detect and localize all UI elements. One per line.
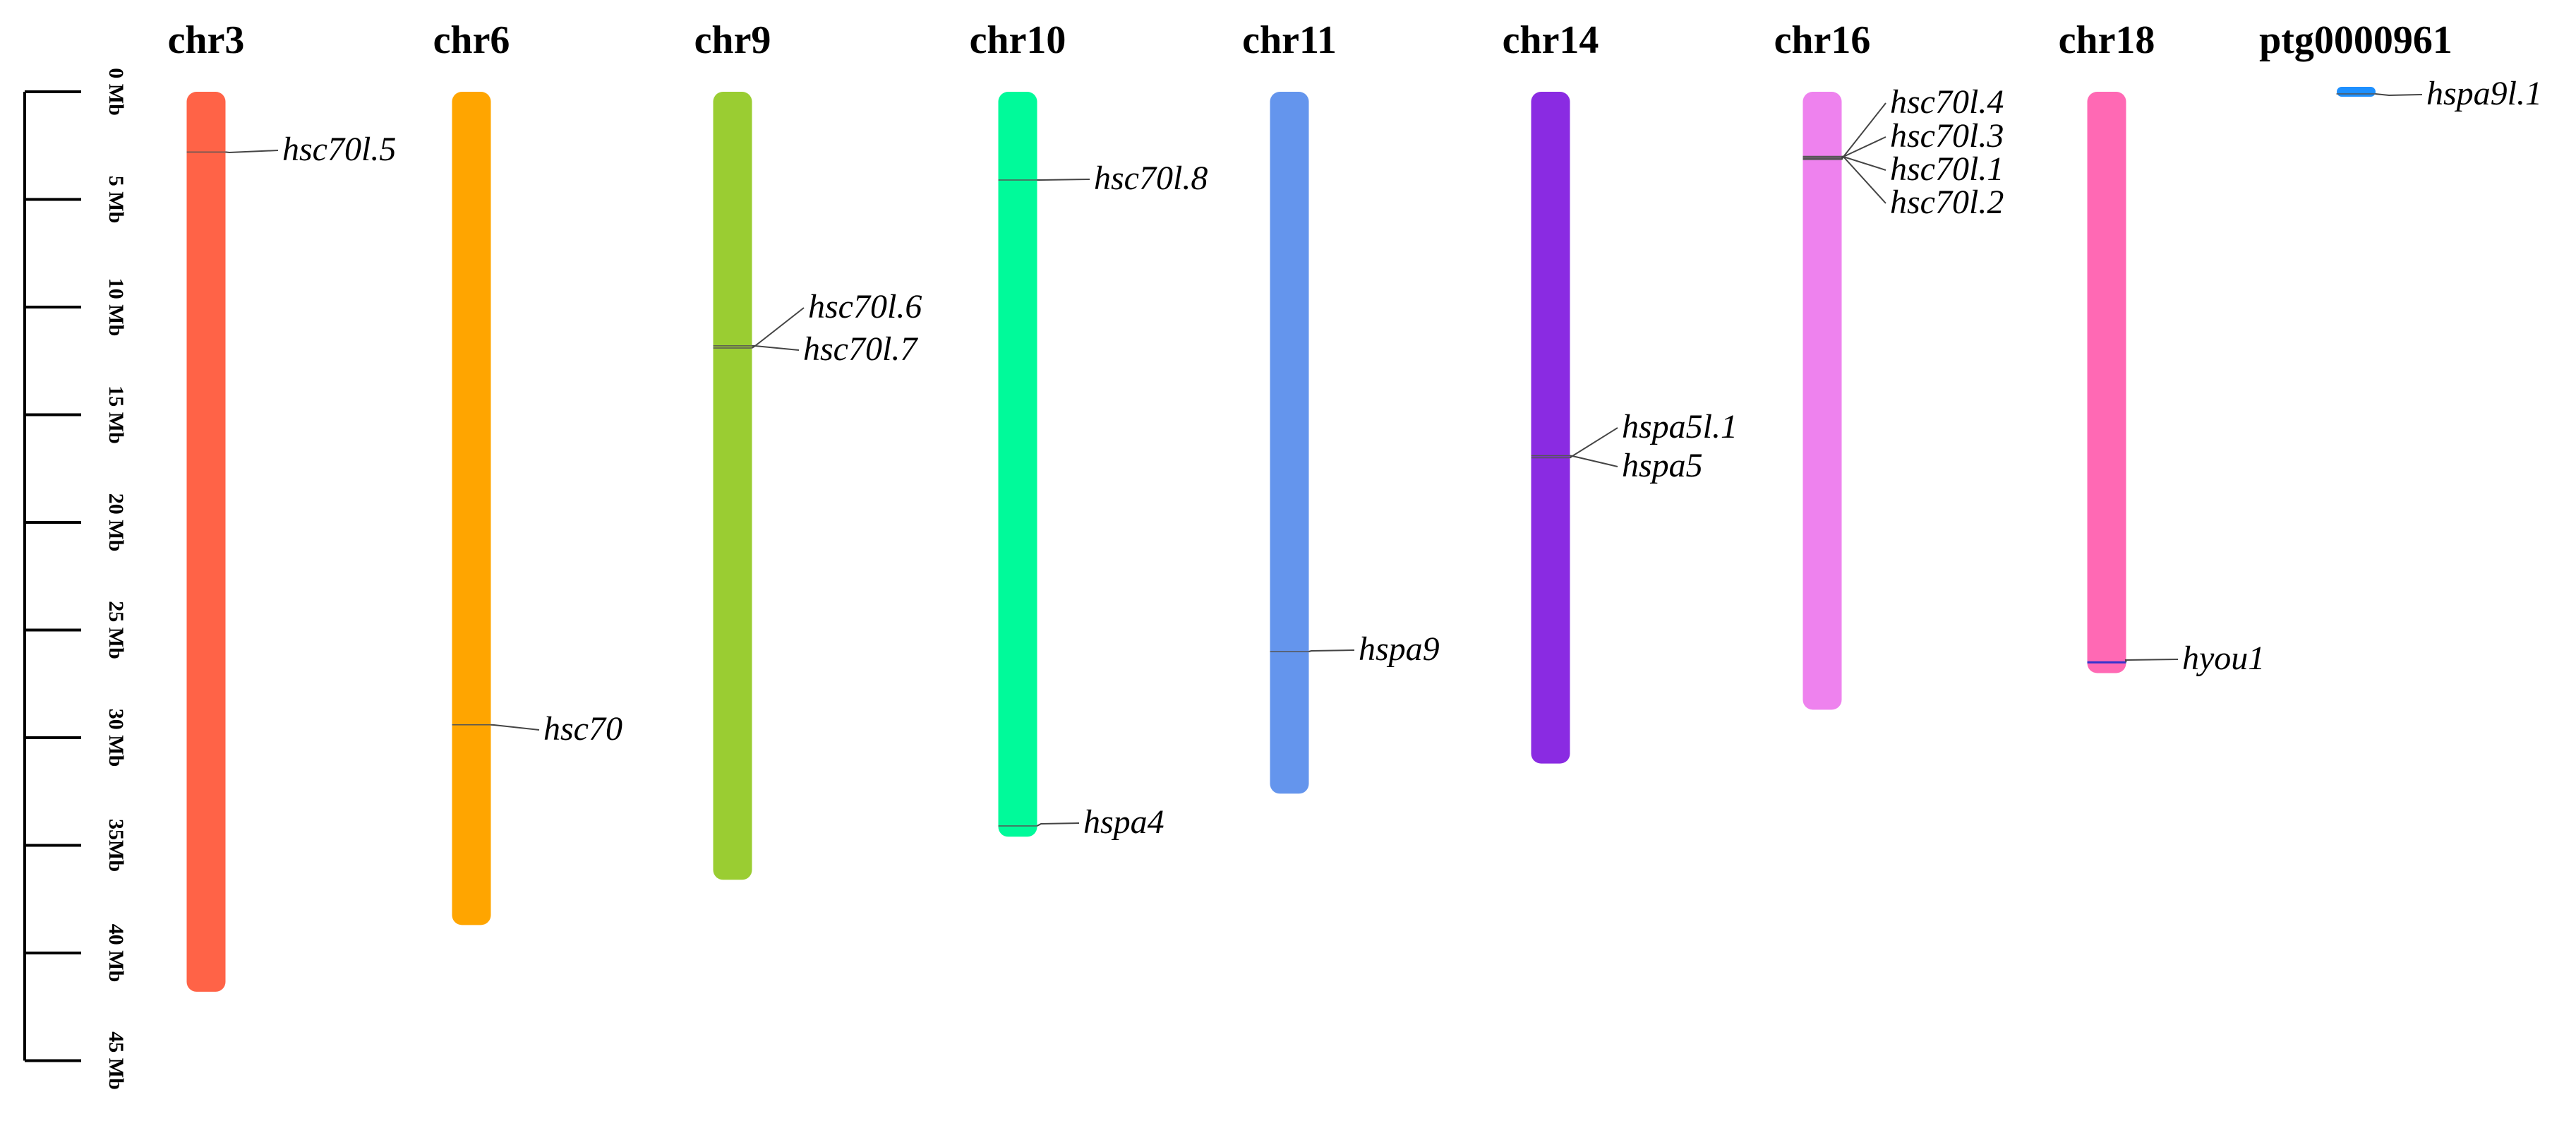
chromosome-chr3: chr3 hsc70l.5 <box>168 18 396 992</box>
chromosome-title: chr11 <box>1242 18 1337 62</box>
scale-tick-label: 40 Mb <box>104 924 128 983</box>
chromosome-title: chr9 <box>694 18 771 62</box>
gene-leader-line <box>1841 155 1886 204</box>
chromosome-bar <box>452 92 491 925</box>
chromosome-title: chr10 <box>970 18 1066 62</box>
chromosome-chr9: chr9 hsc70l.6 hsc70l.7 <box>694 18 922 880</box>
chromosome-title: chr16 <box>1774 18 1871 62</box>
chromosome-bar <box>1802 92 1842 710</box>
chromosome-title: chr18 <box>2059 18 2155 62</box>
gene-leader-line <box>1037 822 1080 827</box>
chromosome-ptg0000961: ptg0000961 hspa9l.1 <box>2259 18 2542 112</box>
gene-leader-line <box>1037 179 1090 181</box>
chromosome-bar <box>2087 92 2126 673</box>
scale-tick-label: 25 Mb <box>104 601 128 659</box>
scale-tick-label: 10 Mb <box>104 278 128 337</box>
chromosome-chr10: chr10 hsc70l.8 hspa4 <box>970 18 1208 841</box>
gene-label: hyou1 <box>2182 640 2265 677</box>
chromosome-title: chr14 <box>1503 18 1599 62</box>
gene-leader-line <box>1569 455 1618 467</box>
gene-label: hspa5 <box>1622 447 1703 484</box>
chromosome-bar <box>713 92 752 880</box>
scale-axis: 0 Mb 5 Mb 10 Mb 15 Mb 20 Mb 25 Mb 30 Mb 35Mb 40 … <box>23 68 128 1090</box>
gene-label: hsc70l.6 <box>808 288 922 325</box>
gene-label: hsc70l.2 <box>1890 184 2004 221</box>
scale-tick-label: 5 Mb <box>104 176 128 224</box>
gene-leader-line <box>2375 93 2423 97</box>
chromosome-title: ptg0000961 <box>2259 18 2452 62</box>
scale-tick-label: 15 Mb <box>104 385 128 444</box>
gene-label: hsc70l.4 <box>1890 83 2004 121</box>
scale-tick-label: 0 Mb <box>104 68 128 116</box>
gene-label: hsc70l.3 <box>1890 117 2004 155</box>
gene-leader-line <box>225 150 279 154</box>
gene-label: hspa9l.1 <box>2426 75 2542 112</box>
scale-tick-label: 45 Mb <box>104 1031 128 1090</box>
gene-leader-line <box>490 724 540 731</box>
scale-tick-label: 20 Mb <box>104 493 128 552</box>
gene-leader-line <box>1308 649 1355 652</box>
scale-tick-label: 35Mb <box>104 819 128 872</box>
gene-label: hsc70l.7 <box>803 330 918 368</box>
gene-leader-line <box>751 344 800 351</box>
chromosome-chr6: chr6 hsc70 <box>433 18 622 925</box>
gene-label: hspa9 <box>1359 630 1440 668</box>
gene-label: hsc70l.5 <box>282 131 396 168</box>
gene-leader-line <box>2124 659 2179 663</box>
scale-tick-label: 30 Mb <box>104 709 128 767</box>
gene-leader-line <box>1841 102 1886 158</box>
gene-label: hsc70 <box>543 710 622 748</box>
gene-label: hspa4 <box>1083 803 1164 841</box>
chromosome-bar <box>2337 87 2376 97</box>
gene-leader-line <box>1841 136 1886 158</box>
chromosome-title: chr6 <box>433 18 510 62</box>
chromosome-bar <box>998 92 1037 837</box>
chromosome-bar <box>186 92 226 992</box>
chromosome-bar <box>1531 92 1570 764</box>
gene-label: hsc70l.8 <box>1094 160 1208 197</box>
gene-leader-line <box>1570 427 1618 457</box>
chromosome-title: chr3 <box>168 18 245 62</box>
gene-leader-line <box>752 307 805 347</box>
chromosome-chr18: chr18 hyou1 <box>2059 18 2265 677</box>
gene-label: hsc70l.1 <box>1890 150 2004 188</box>
chromosome-bar <box>1270 92 1309 794</box>
gene-label: hspa5l.1 <box>1622 408 1738 445</box>
gene-leader-line <box>1841 155 1886 171</box>
chromosome-chr11: chr11 hspa9 <box>1242 18 1440 794</box>
